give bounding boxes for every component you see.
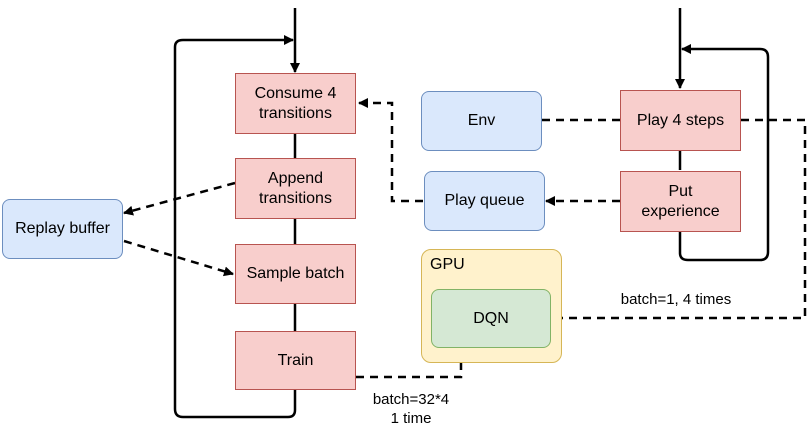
append-transitions-node[interactable]: Append transitions	[235, 158, 356, 219]
edge-playqueue-consume	[358, 98, 423, 203]
left-loop	[173, 35, 297, 419]
edge-play-dqn	[551, 118, 807, 320]
replay-label: Replay buffer	[15, 220, 110, 237]
gpu-label: GPU	[430, 256, 465, 273]
edge-train-dqn	[356, 348, 463, 379]
put-experience-label: Put experience	[641, 182, 720, 220]
sample-batch-node[interactable]: Sample batch	[235, 244, 356, 304]
play-queue-node[interactable]: Play queue	[424, 171, 545, 231]
play-queue-label: Play queue	[444, 192, 525, 209]
train-node[interactable]: Train	[235, 331, 356, 390]
env-node[interactable]: Env	[421, 91, 542, 151]
edge-label-play-batch: batch=1, 4 times	[620, 291, 732, 308]
train-label: Train	[277, 351, 314, 369]
play-steps-label: Play 4 steps	[636, 111, 725, 129]
sample-label: Sample batch	[246, 265, 345, 282]
play-steps-node[interactable]: Play 4 steps	[620, 90, 741, 151]
edge-append-replay	[123, 181, 236, 216]
edge-replay-sample	[123, 239, 234, 277]
edge-label-train-batch: batch=32*4 1 time	[360, 390, 462, 428]
put-experience-node[interactable]: Put experience	[620, 171, 741, 232]
dqn-label: DQN	[473, 309, 509, 327]
env-label: Env	[467, 112, 496, 129]
consume-label: Consume 4 transitions	[254, 84, 337, 122]
right-loop	[678, 44, 770, 262]
consume-transitions-node[interactable]: Consume 4 transitions	[235, 73, 356, 134]
edge-label-train-batch-line2: 1 time	[390, 410, 432, 427]
dqn-node[interactable]: DQN	[431, 289, 551, 348]
append-label: Append transitions	[259, 169, 332, 207]
edge-label-train-batch-line1: batch=32*4	[372, 391, 450, 408]
replay-buffer-node[interactable]: Replay buffer	[2, 199, 123, 259]
